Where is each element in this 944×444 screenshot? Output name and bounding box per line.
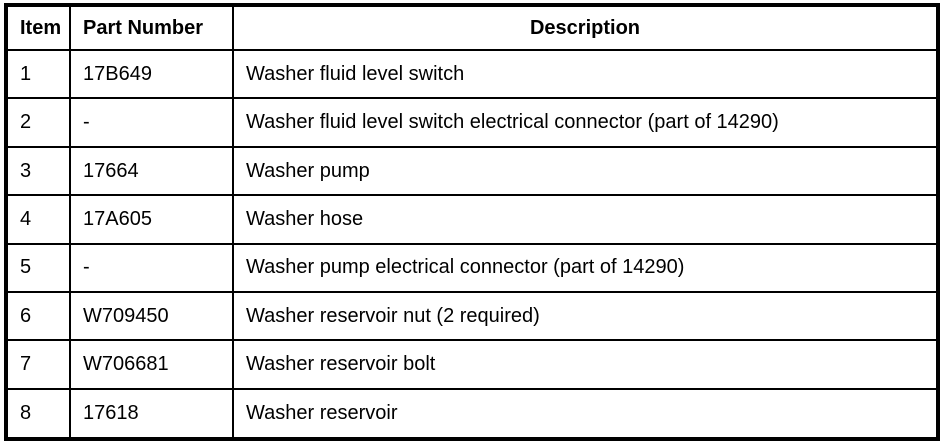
table-row: 4 17A605 Washer hose bbox=[5, 194, 939, 245]
table-row: 8 17618 Washer reservoir bbox=[5, 387, 939, 441]
part-number-cell: 17A605 bbox=[69, 194, 234, 245]
column-header-item: Item bbox=[5, 4, 71, 51]
part-number-cell: - bbox=[69, 242, 234, 294]
description-cell: Washer hose bbox=[232, 194, 939, 245]
parts-table: Item Part Number Description 1 17B649 Wa… bbox=[4, 3, 940, 441]
description-cell: Washer fluid level switch electrical con… bbox=[232, 97, 939, 148]
part-number-cell: - bbox=[69, 97, 234, 148]
table-row: 3 17664 Washer pump bbox=[5, 145, 939, 197]
item-cell: 5 bbox=[5, 242, 71, 294]
table-row: 2 - Washer fluid level switch electrical… bbox=[5, 97, 939, 148]
item-cell: 1 bbox=[5, 48, 71, 100]
part-number-cell: 17B649 bbox=[69, 48, 234, 100]
part-number-cell: W709450 bbox=[69, 291, 234, 342]
item-cell: 8 bbox=[5, 387, 71, 441]
item-cell: 7 bbox=[5, 339, 71, 390]
item-cell: 2 bbox=[5, 97, 71, 148]
part-number-cell: W706681 bbox=[69, 339, 234, 390]
table-row: 7 W706681 Washer reservoir bolt bbox=[5, 339, 939, 390]
description-cell: Washer pump bbox=[232, 145, 939, 197]
part-number-cell: 17664 bbox=[69, 145, 234, 197]
description-cell: Washer reservoir bbox=[232, 387, 939, 441]
column-header-part-number: Part Number bbox=[69, 4, 234, 51]
table-header-row: Item Part Number Description bbox=[5, 4, 939, 51]
table-row: 1 17B649 Washer fluid level switch bbox=[5, 48, 939, 100]
part-number-cell: 17618 bbox=[69, 387, 234, 441]
description-cell: Washer reservoir nut (2 required) bbox=[232, 291, 939, 342]
table-row: 6 W709450 Washer reservoir nut (2 requir… bbox=[5, 291, 939, 342]
table-row: 5 - Washer pump electrical connector (pa… bbox=[5, 242, 939, 294]
column-header-description: Description bbox=[232, 4, 939, 51]
item-cell: 6 bbox=[5, 291, 71, 342]
item-cell: 3 bbox=[5, 145, 71, 197]
description-cell: Washer reservoir bolt bbox=[232, 339, 939, 390]
description-cell: Washer fluid level switch bbox=[232, 48, 939, 100]
item-cell: 4 bbox=[5, 194, 71, 245]
description-cell: Washer pump electrical connector (part o… bbox=[232, 242, 939, 294]
